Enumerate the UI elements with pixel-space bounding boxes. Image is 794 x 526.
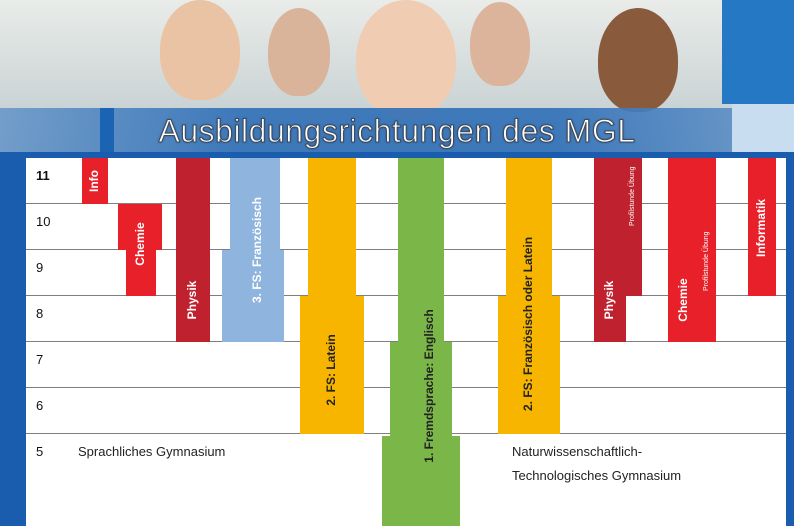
child-figure-5 [598,8,678,112]
bar-profil-physik [626,158,642,296]
grade-label: 11 [36,168,50,183]
bar-franz3 [222,250,284,342]
grade-label: 10 [36,214,51,229]
bar-label: Informatik [754,199,768,258]
caption-naturwissenschaftlich: Technologisches Gymnasium [512,468,682,483]
bar-englisch1 [390,342,452,436]
bar-label: 1. Fremdsprache: Englisch [422,309,436,463]
bar-label: Profilstunde Übung [703,231,710,291]
bar-label: Profilstunde Übung [629,166,636,226]
bar-franz3 [230,158,280,250]
bar-label: Physik [185,280,199,320]
decor-square [722,0,794,104]
caption-naturwissenschaftlich: Naturwissenschaftlich- [512,444,643,459]
child-figure-4 [470,2,530,86]
bar-chemie-left [118,204,162,250]
bar-physik-left [176,158,210,342]
bar-label: Info [87,170,101,192]
bar-informatik [748,158,776,296]
title-band [0,108,794,152]
child-figure-1 [160,0,240,100]
bar-label: Chemie [133,222,147,266]
bar-franzlatein2 [506,158,552,296]
bar-englisch1 [382,436,460,526]
bar-label: 2. FS: Latein [324,334,338,406]
grade-label: 8 [36,306,44,321]
bar-chemie-right [668,158,700,342]
bar-franzlatein2 [498,296,560,434]
page-title: Ausbildungsrichtungen des MGL [158,113,636,150]
bar-latein2 [300,296,364,434]
decor-square [732,104,794,152]
bar-physik-right [594,158,626,342]
bar-profil-chemie [700,158,716,342]
bar-chemie-left [126,250,156,296]
bar-label: Physik [602,280,616,320]
bar-englisch1 [398,158,444,342]
bar-label: 2. FS: Französisch oder Latein [521,236,535,411]
grade-label: 7 [36,352,44,367]
bar-label: Chemie [676,278,690,322]
grade-label: 9 [36,260,44,275]
timeline-grid: 11 10 9 8 7 6 5 Info Chemie Physik 3. FS… [26,158,786,526]
child-figure-2 [268,8,330,96]
caption-sprachlich: Sprachliches Gymnasium [78,444,226,459]
header-photo: Ausbildungsrichtungen des MGL [0,0,794,152]
decor-square [100,108,114,152]
bar-latein2 [308,158,356,296]
grade-label: 6 [36,398,44,413]
bar-label: 3. FS: Französisch [250,196,264,304]
grade-label: 5 [36,444,44,459]
child-figure-3 [356,0,456,118]
bar-info [82,158,108,204]
